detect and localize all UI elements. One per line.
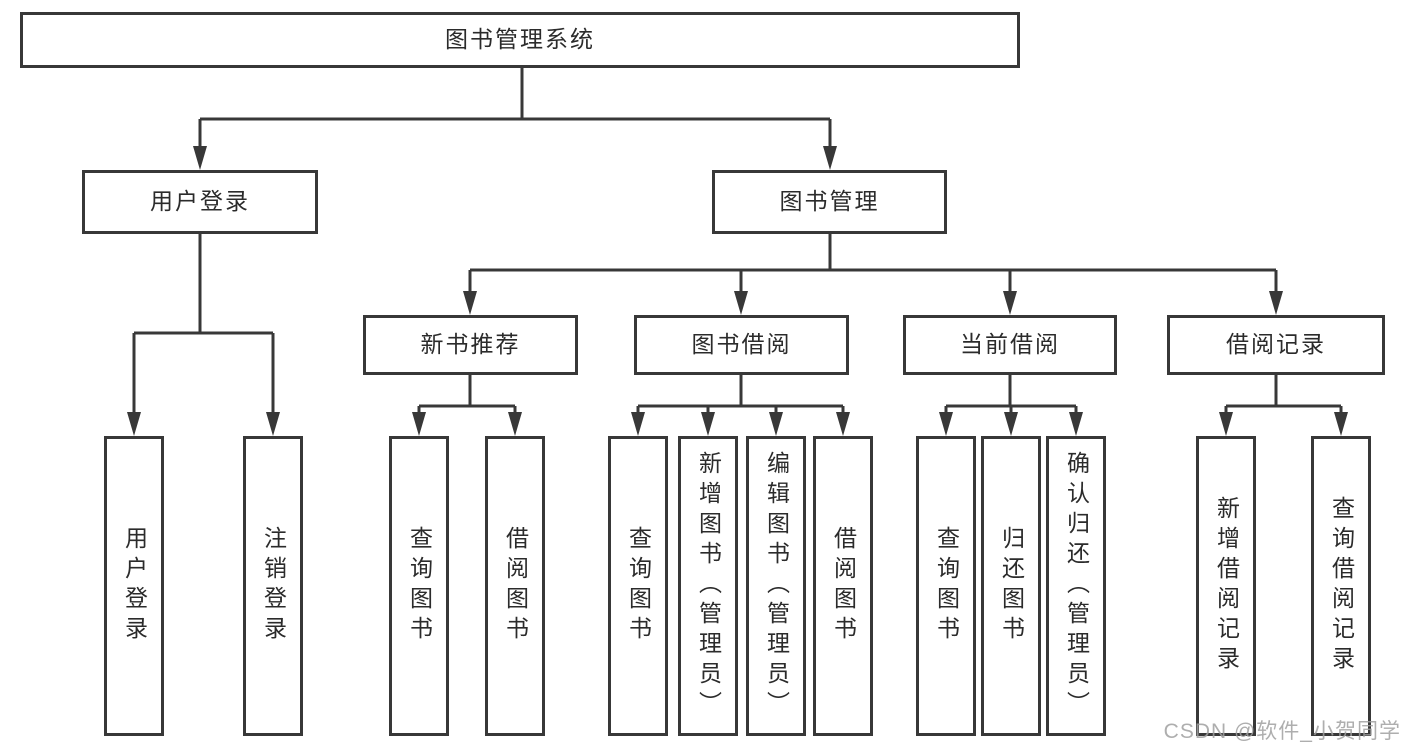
leaf-logout-login: 注销登录 — [243, 436, 303, 736]
node-user-login-group: 用户登录 — [82, 170, 318, 234]
node-label: 查询图书 — [406, 526, 433, 646]
node-label: 借阅记录 — [1226, 331, 1326, 358]
node-borrowing-records: 借阅记录 — [1167, 315, 1385, 375]
node-label: 当前借阅 — [960, 331, 1060, 358]
csdn-watermark: CSDN @软件_小贺同学 — [1163, 720, 1401, 743]
leaf-add-borrow-record: 新增借阅记录 — [1196, 436, 1256, 736]
node-label: 查询图书 — [625, 526, 652, 646]
node-label: 查询图书 — [933, 526, 960, 646]
leaf-query-books-current: 查询图书 — [916, 436, 976, 736]
node-label: 查询借阅记录 — [1328, 496, 1355, 676]
leaf-borrow-books-borrowing: 借阅图书 — [813, 436, 873, 736]
leaf-return-books: 归还图书 — [981, 436, 1041, 736]
node-label: 借阅图书 — [502, 526, 529, 646]
node-label: 图书管理 — [779, 188, 880, 215]
node-book-management-system: 图书管理系统 — [20, 12, 1020, 68]
arrow-down-icons — [127, 146, 1348, 436]
node-label: 编辑图书（管理员） — [763, 451, 790, 721]
node-label: 图书借阅 — [691, 331, 792, 358]
leaf-confirm-return-admin: 确认归还（管理员） — [1046, 436, 1106, 736]
node-label: 用户登录 — [121, 526, 148, 646]
leaf-query-books-borrowing: 查询图书 — [608, 436, 668, 736]
leaf-query-books-recommend: 查询图书 — [389, 436, 449, 736]
node-current-borrowing: 当前借阅 — [903, 315, 1117, 375]
node-label: 借阅图书 — [830, 526, 857, 646]
node-label: 新书推荐 — [420, 331, 521, 358]
node-label: 确认归还（管理员） — [1063, 451, 1090, 721]
leaf-user-login: 用户登录 — [104, 436, 164, 736]
leaf-query-borrow-record: 查询借阅记录 — [1311, 436, 1371, 736]
node-label: 用户登录 — [150, 188, 250, 215]
node-label: 新增借阅记录 — [1213, 496, 1240, 676]
node-book-management: 图书管理 — [712, 170, 947, 234]
leaf-borrow-books-recommend: 借阅图书 — [485, 436, 545, 736]
tree-edges — [132, 68, 1343, 416]
node-new-book-recommendation: 新书推荐 — [363, 315, 578, 375]
node-book-borrowing: 图书借阅 — [634, 315, 849, 375]
leaf-add-books-admin: 新增图书（管理员） — [678, 436, 738, 736]
node-label: 注销登录 — [260, 526, 287, 646]
node-label: 图书管理系统 — [445, 26, 595, 53]
node-label: 新增图书（管理员） — [695, 451, 722, 721]
leaf-edit-books-admin: 编辑图书（管理员） — [746, 436, 806, 736]
node-label: 归还图书 — [998, 526, 1025, 646]
